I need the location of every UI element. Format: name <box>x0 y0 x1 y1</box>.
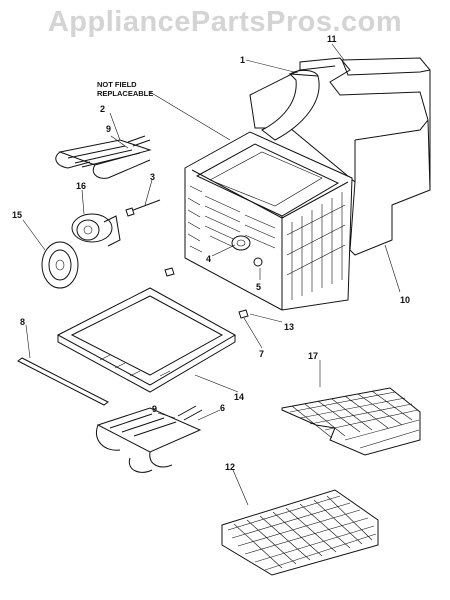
trim-strip <box>17 357 109 406</box>
cavity-left-slots <box>187 185 276 253</box>
watermark: AppliancePartsPros.com <box>47 6 403 38</box>
callout-10: 10 <box>400 295 410 305</box>
callout-1: 1 <box>240 55 245 65</box>
note-line-1: NOT FIELD <box>97 80 137 89</box>
convection-fan-motor <box>231 235 251 251</box>
callout-15: 15 <box>12 210 22 220</box>
oven-bottom-panel <box>56 287 237 393</box>
callout-17: 17 <box>308 351 318 361</box>
callout-8: 8 <box>20 317 25 327</box>
oven-rack-lower <box>221 489 379 576</box>
callout-6: 6 <box>220 403 225 413</box>
broil-element <box>55 135 152 179</box>
oven-cavity <box>184 131 353 311</box>
callout-9-top: 9 <box>106 124 111 134</box>
clip-right <box>238 309 249 319</box>
vent-duct <box>261 69 320 141</box>
cavity-right-slots <box>286 192 346 300</box>
not-field-replaceable-note: NOT FIELD REPLACEABLE <box>97 80 153 98</box>
convection-fan-assembly <box>71 213 121 247</box>
callout-14: 14 <box>234 392 244 402</box>
bake-element <box>96 405 203 473</box>
leader-lines <box>22 43 401 506</box>
callout-13: 13 <box>284 322 294 332</box>
callout-7: 7 <box>259 349 264 359</box>
callout-2: 2 <box>100 104 105 114</box>
callout-9-bottom: 9 <box>152 404 157 414</box>
oven-light <box>253 257 263 267</box>
clip-left <box>164 267 175 277</box>
oven-rack-upper <box>281 387 421 456</box>
callout-16: 16 <box>76 181 86 191</box>
callout-12: 12 <box>225 462 235 472</box>
callout-labels: 1 11 2 9 3 16 15 4 5 10 13 7 14 8 9 6 17… <box>12 34 410 472</box>
element-bracket <box>125 199 161 217</box>
fan-blade <box>41 241 79 289</box>
note-line-2: REPLACEABLE <box>97 89 154 98</box>
callout-3: 3 <box>150 172 155 182</box>
callout-11: 11 <box>327 34 337 44</box>
callout-4: 4 <box>206 254 211 264</box>
callout-5: 5 <box>256 282 261 292</box>
